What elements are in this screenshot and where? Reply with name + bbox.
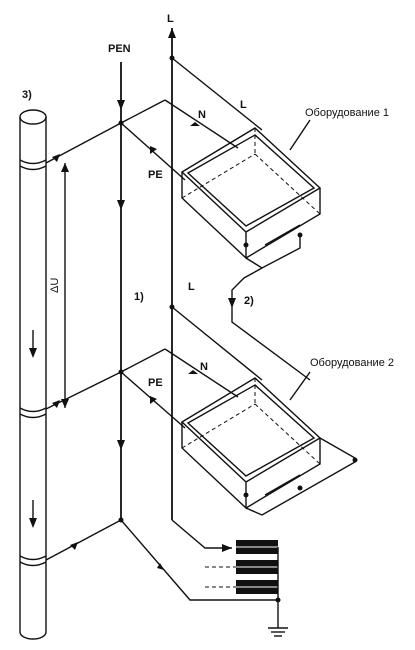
upper-bonding: [45, 55, 263, 181]
label-point-1: 1): [134, 291, 144, 303]
lower-bonding: [45, 304, 263, 429]
pen-arrow-1: [117, 100, 125, 110]
l-conductor: [168, 28, 176, 520]
label-delta-u: ΔU: [49, 278, 61, 293]
pipe-bottom-arc: [19, 631, 47, 640]
label-point-2: 2): [244, 295, 254, 307]
equipment-2: [180, 377, 358, 516]
label-pe2: PE: [148, 377, 163, 389]
label-pe1: PE: [148, 169, 163, 181]
bottom-network: [45, 517, 280, 601]
path-2: [228, 235, 311, 381]
equipment-2-leader: [289, 371, 311, 401]
pipe-top-ellipse: [19, 109, 47, 125]
label-l1: L: [240, 99, 247, 111]
label-equipment-1: Оборудование 1: [305, 107, 389, 119]
pen-conductor: [117, 62, 125, 520]
equipment-1: [180, 127, 322, 260]
pipe: [19, 109, 47, 640]
transformer: [205, 540, 281, 603]
label-n1: N: [198, 109, 206, 121]
label-equipment-2: Оборудование 2: [310, 357, 394, 369]
label-n2: N: [200, 361, 208, 373]
label-l-top: L: [167, 13, 174, 25]
pipe-flow-arrowhead-2: [29, 518, 37, 528]
pen-arrow-2: [117, 200, 125, 210]
ground-symbol: [268, 600, 288, 637]
label-l2: L: [188, 281, 195, 293]
clamp-2: [19, 407, 47, 419]
label-pipe: 3): [22, 89, 32, 101]
label-pen: PEN: [108, 43, 131, 55]
pipe-flow-arrowhead-1: [29, 348, 37, 358]
equipment-1-leader: [289, 119, 311, 151]
delta-u-dimension: [61, 163, 69, 408]
pen-arrow-3: [117, 440, 125, 450]
clamp-1: [19, 159, 47, 171]
clamp-3: [19, 555, 47, 567]
